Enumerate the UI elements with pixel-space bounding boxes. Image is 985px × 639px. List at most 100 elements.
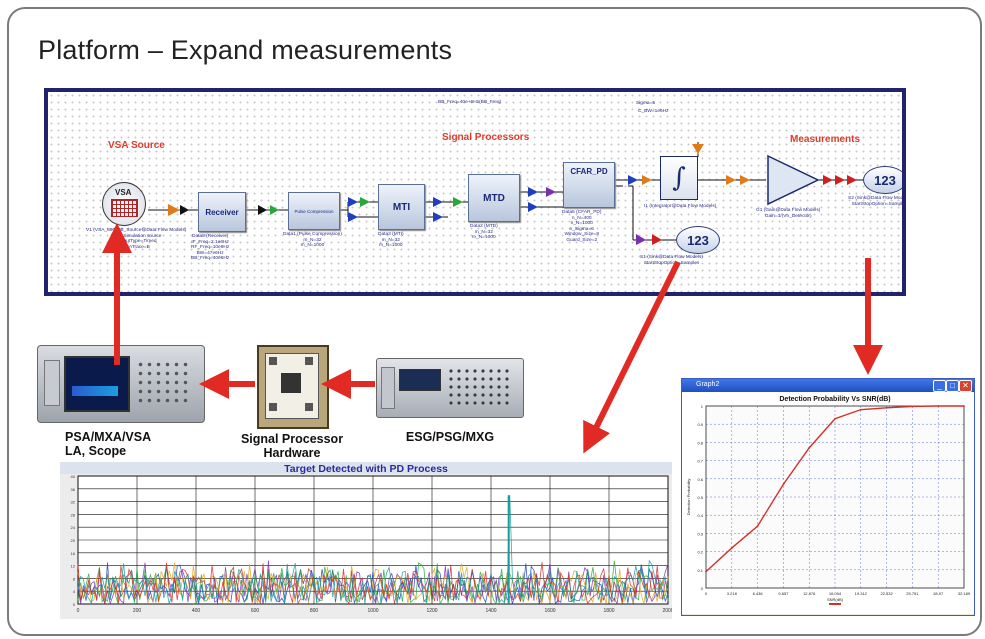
y-tick-label: 0.8	[697, 440, 703, 445]
y-tick-label: 1	[701, 404, 704, 409]
x-axis-label: SNR(dB)	[827, 597, 844, 602]
y-tick-label: 20	[71, 538, 76, 543]
x-tick-label: 12.876	[803, 591, 816, 596]
y-tick-label: 0.5	[697, 495, 703, 500]
integrator-block[interactable]: ∫	[660, 156, 698, 200]
receiver-block[interactable]: Receiver	[198, 192, 246, 232]
data-point	[859, 408, 862, 411]
hardware-label-psa: PSA/MXA/VSA LA, Scope	[65, 430, 152, 458]
x-tick-label: 400	[192, 608, 201, 614]
data-point	[937, 405, 940, 407]
x-tick-label: 9.657	[778, 591, 789, 596]
x-tick-label: 1200	[426, 608, 437, 614]
page-title: Platform – Expand measurements	[38, 35, 453, 65]
x-tick-label: 19.312	[855, 591, 868, 596]
x-tick-label: 6.436	[753, 591, 764, 596]
hardware-label-esg: ESG/PSG/MXG	[405, 430, 495, 444]
mtd-caption: Data2 (MTD) m_N=32 m_N=1000	[470, 224, 498, 240]
psa-analyzer-image	[37, 345, 205, 423]
chart-title: Target Detected with PD Process	[284, 463, 448, 475]
data-point	[963, 405, 965, 407]
data-point	[705, 570, 707, 573]
gain-block[interactable]	[766, 154, 820, 206]
x-tick-label: 32.189	[958, 591, 971, 596]
cfar-pd-caption: Data5 (CFAR_PD) n_N=400 n_N=1000 n_Sigma…	[562, 210, 602, 243]
schematic-note: BB_Freq=40e+6Hz(BB_Freq)	[438, 100, 502, 105]
x-tick-label: 1800	[603, 608, 614, 614]
mti-block[interactable]: MTI	[378, 184, 425, 230]
y-tick-label: 28	[71, 512, 76, 517]
schematic-note: Sigma=6	[636, 101, 656, 106]
y-tick-label: 12	[71, 564, 76, 569]
x-tick-label: 1600	[544, 608, 555, 614]
sink-s1[interactable]: 123	[676, 226, 720, 254]
y-axis-label: Detection Probability	[686, 479, 691, 516]
y-tick-label: 0.4	[697, 513, 703, 518]
y-tick-label: 0.7	[697, 459, 703, 464]
y-tick-label: 0.1	[697, 568, 703, 573]
x-tick-label: 25.751	[906, 591, 919, 596]
data-point	[782, 483, 785, 486]
minimize-button[interactable]: _	[933, 380, 946, 392]
y-tick-label: 40	[71, 474, 76, 479]
y-tick-label: 24	[71, 525, 76, 530]
data-point	[756, 525, 759, 528]
graph2-title: Graph2	[696, 381, 720, 388]
mtd-block[interactable]: MTD	[468, 174, 520, 222]
integrator-caption: I1 (Integrator@Data Flow Models)	[644, 204, 717, 209]
chart-title: Detection Probability Vs SNR(dB)	[779, 396, 890, 403]
vsa-grid-icon	[111, 199, 138, 217]
y-tick-label: 36	[71, 487, 76, 492]
data-point	[911, 405, 914, 408]
y-tick-label: 0.3	[697, 531, 703, 536]
y-tick-label: 0.6	[697, 477, 703, 482]
esg-generator-image	[376, 358, 524, 418]
vsa-source-block[interactable]: VSA	[102, 182, 146, 226]
close-button[interactable]: ✕	[959, 380, 972, 392]
signal-processor-hardware-image	[257, 345, 329, 429]
data-point	[730, 547, 733, 549]
sink-s2-caption: S2 (Sink@Data Flow Models) StartStopOpti…	[848, 196, 906, 207]
arrow-sink1-to-chart	[583, 260, 681, 454]
section-label-vsa-source: VSA Source	[108, 140, 165, 151]
y-tick-label: 0	[73, 602, 76, 607]
legend-swatch	[829, 603, 841, 605]
section-label-measurements: Measurements	[790, 134, 861, 145]
receiver-caption: Data8 (Receiver) IF_Freq=2.1e6Hz RF_Freq…	[191, 234, 230, 261]
hardware-label-signal-processor: Signal Processor Hardware	[240, 432, 344, 460]
x-tick-label: 0	[77, 608, 80, 614]
x-tick-label: 600	[251, 608, 260, 614]
x-tick-label: 1400	[485, 608, 496, 614]
data-point	[834, 417, 836, 420]
y-tick-label: 0.9	[697, 422, 703, 427]
graph2-window[interactable]: Graph2 _ □ ✕ Detection Probability Vs SN…	[681, 378, 975, 616]
y-tick-label: 32	[71, 500, 76, 505]
detection-probability-chart: Detection Probability Vs SNR(dB)00.10.20…	[682, 392, 974, 614]
y-tick-label: 0	[701, 586, 704, 591]
noise-series-line	[77, 495, 669, 605]
x-tick-label: 200	[133, 608, 142, 614]
pulse-compression-block[interactable]: Pulse Compression	[288, 192, 340, 230]
y-tick-label: 4	[73, 589, 76, 594]
graph2-titlebar: Graph2 _ □ ✕	[682, 379, 974, 392]
noise-series-line	[77, 562, 669, 605]
maximize-button[interactable]: □	[946, 380, 959, 392]
y-tick-label: 16	[71, 551, 76, 556]
sink-s2[interactable]: 123	[863, 166, 902, 194]
x-tick-label: 16.094	[829, 591, 842, 596]
vsa-block-label: VSA	[115, 188, 132, 197]
cfar-pd-block[interactable]: CFAR_PD	[563, 162, 615, 208]
x-tick-label: 3.218	[727, 591, 738, 596]
x-tick-label: 0	[705, 591, 708, 596]
target-detected-chart: Target Detected with PD Process 0 4 8 12 16 20…	[60, 462, 674, 619]
section-label-signal-processors: Signal Processors	[442, 132, 530, 143]
x-tick-label: 1000	[367, 608, 378, 614]
data-point	[808, 446, 811, 449]
mti-caption: Data3 (MTI) m_N=32 m_N=1000	[378, 232, 404, 248]
schematic-canvas: BB_Freq=40e+6Hz(BB_Freq) Sigma=6 C_BW=1e…	[44, 88, 906, 296]
y-tick-label: 8	[73, 576, 76, 581]
schematic-note: C_BW=1e6Hz	[638, 109, 669, 114]
x-tick-label: 22.532	[880, 591, 893, 596]
x-tick-label: 800	[310, 608, 319, 614]
